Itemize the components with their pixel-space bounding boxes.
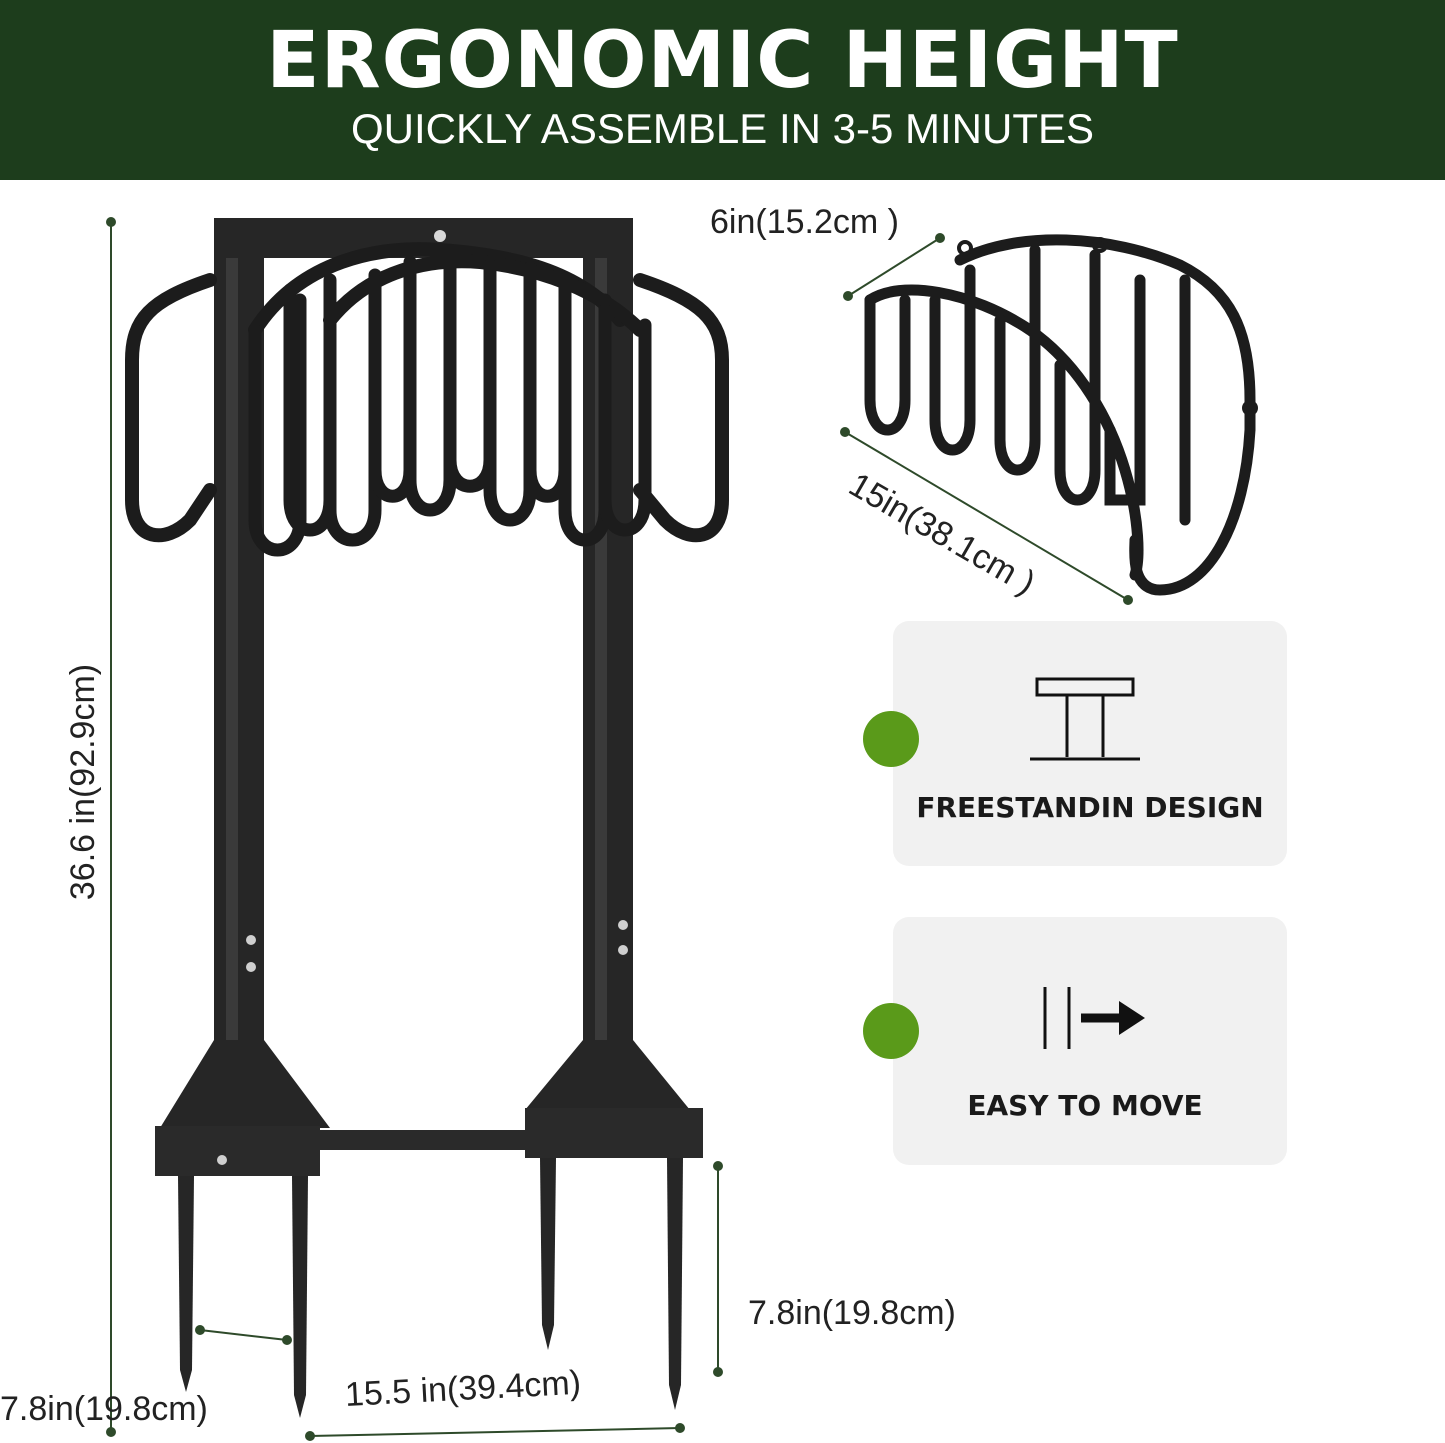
feature-bullet-dot <box>863 711 919 767</box>
header-banner: ERGONOMIC HEIGHT QUICKLY ASSEMBLE IN 3-5… <box>0 0 1445 180</box>
banner-title: ERGONOMIC HEIGHT <box>266 16 1179 106</box>
hose-stand-image <box>125 218 729 1418</box>
feature-label-easy-move: EASY TO MOVE <box>967 1089 1203 1122</box>
feature-card-freestanding: FREESTANDIN DESIGN <box>893 621 1287 866</box>
dimension-lines <box>106 217 1133 1441</box>
hanger-detail-image <box>864 234 1258 596</box>
feature-bullet-dot <box>863 1003 919 1059</box>
dimension-height-label: 36.6 in(92.9cm) <box>64 663 102 901</box>
dimension-spike-length-label: 7.8in(19.8cm) <box>748 1294 956 1332</box>
freestanding-icon <box>1030 677 1140 761</box>
feature-card-easy-move: EASY TO MOVE <box>893 917 1287 1165</box>
dimension-hanger-depth-label: 6in(15.2cm ) <box>710 203 899 241</box>
move-arrow-icon <box>1043 987 1145 1049</box>
dimension-spike-depth-label: 7.8in(19.8cm) <box>0 1390 208 1428</box>
feature-label-freestanding: FREESTANDIN DESIGN <box>916 791 1264 824</box>
banner-subtitle: QUICKLY ASSEMBLE IN 3-5 MINUTES <box>351 105 1094 152</box>
